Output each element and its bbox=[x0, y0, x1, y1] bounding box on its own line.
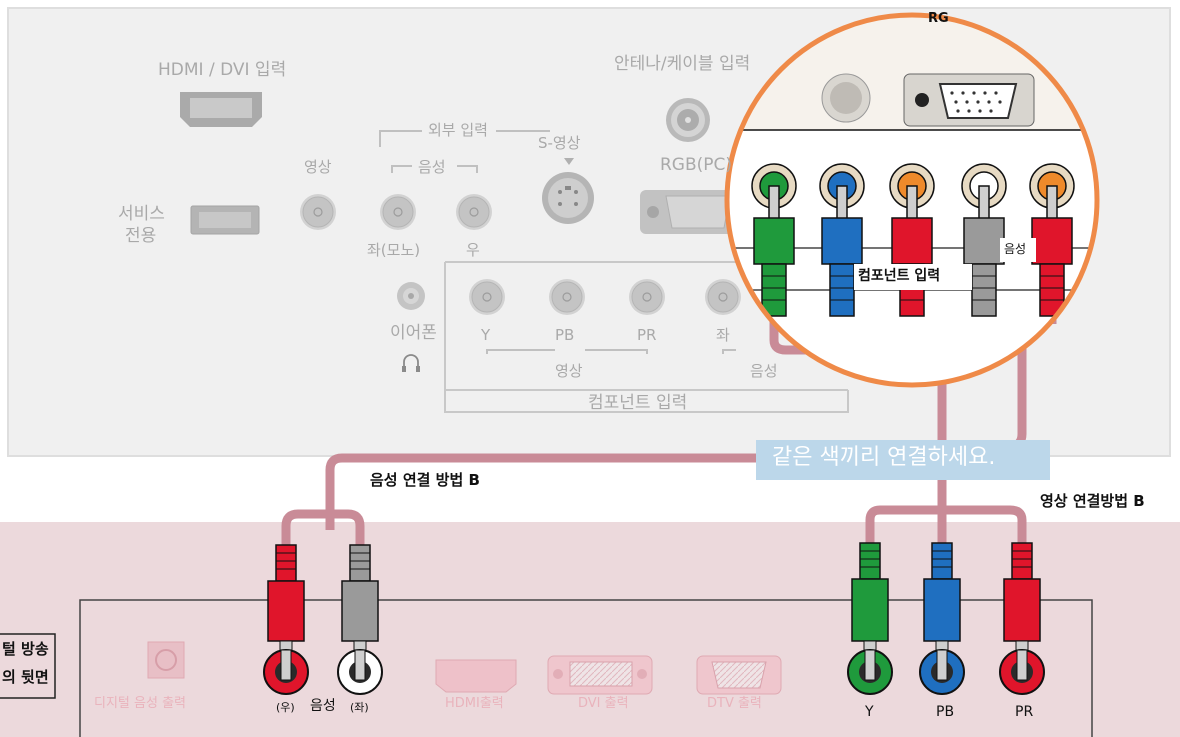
pb-label: PB bbox=[555, 326, 575, 344]
headphone-icon bbox=[403, 354, 419, 370]
stb-left-paren-label: (좌) bbox=[350, 701, 369, 714]
audio-method-label: 음성 연결 방법 B bbox=[370, 471, 480, 489]
stb-side-label-line1: 털 방송 bbox=[2, 640, 49, 658]
video-label: 영상 bbox=[304, 158, 332, 176]
pr-label: PR bbox=[637, 326, 657, 344]
stb-pb-jack bbox=[919, 649, 965, 695]
stb-pr-plug bbox=[1003, 542, 1041, 656]
left-mono-label: 좌(모노) bbox=[367, 241, 421, 259]
callout-text: 같은 색끼리 연결하세요. bbox=[772, 445, 996, 470]
digital-audio-port bbox=[147, 641, 185, 679]
video-method-label: 영상 연결방법 B bbox=[1040, 492, 1145, 510]
zoom-rgb-partial-label: RG bbox=[928, 11, 949, 26]
component-input-label: 컴포넌트 입력 bbox=[588, 393, 688, 413]
stb-audio-left-plug bbox=[341, 544, 379, 656]
component-pb-jack bbox=[548, 278, 586, 316]
dvi-out-label: DVI 출력 bbox=[578, 696, 629, 711]
hdmi-dvi-label: HDMI / DVI 입력 bbox=[158, 60, 287, 80]
s-video-label: S-영상 bbox=[538, 134, 581, 152]
video-jack bbox=[299, 193, 337, 231]
stb-pb-plug bbox=[923, 542, 961, 656]
left-label: 좌 bbox=[716, 326, 730, 344]
service-label-line2: 전용 bbox=[125, 226, 157, 246]
stb-right-paren-label: (우) bbox=[276, 701, 295, 714]
earphone-label: 이어폰 bbox=[390, 323, 437, 343]
right-label: 우 bbox=[466, 241, 480, 259]
component-audio-label: 음성 bbox=[750, 362, 778, 380]
stb-audio-left-jack bbox=[337, 649, 383, 695]
dtv-out-port bbox=[696, 655, 782, 695]
rgb-pc-label: RGB(PC) bbox=[660, 155, 733, 175]
stb-audio-right-plug bbox=[267, 544, 305, 656]
audio-right-jack bbox=[455, 193, 493, 231]
earphone-jack bbox=[397, 282, 425, 310]
stb-audio-label: 음성 bbox=[310, 698, 336, 714]
component-y-jack bbox=[468, 278, 506, 316]
service-label-line1: 서비스 bbox=[118, 204, 165, 224]
audio-left-jack bbox=[379, 193, 417, 231]
hdmi-out-label: HDMI출력 bbox=[445, 696, 504, 711]
callout-box bbox=[756, 440, 1050, 480]
digital-audio-label: 디지털 음성 출력 bbox=[94, 696, 186, 711]
hdmi-out-port bbox=[435, 659, 517, 693]
audio-label: 음성 bbox=[418, 158, 446, 176]
dtv-out-label: DTV 출력 bbox=[707, 696, 762, 711]
antenna-jack bbox=[666, 98, 710, 142]
s-video-jack bbox=[542, 172, 594, 224]
zoom-component-label: 컴포넌트 입력 bbox=[858, 268, 941, 284]
external-input-label: 외부 입력 bbox=[428, 121, 488, 139]
dvi-out-port bbox=[547, 655, 653, 695]
component-audio-left-jack bbox=[704, 278, 742, 316]
component-pr-jack bbox=[628, 278, 666, 316]
stb-y-jack bbox=[847, 649, 893, 695]
zoom-audio-label: 음성 bbox=[1004, 242, 1027, 256]
y-label: Y bbox=[481, 326, 491, 344]
stb-pr-label: PR bbox=[1015, 704, 1034, 720]
stb-pb-label: PB bbox=[936, 704, 955, 720]
zoom-circle-border bbox=[724, 12, 1100, 388]
stb-pr-jack bbox=[999, 649, 1045, 695]
stb-y-label: Y bbox=[865, 704, 874, 720]
rgb-pc-port bbox=[640, 190, 740, 234]
stb-side-label-box bbox=[0, 633, 56, 699]
component-video-label: 영상 bbox=[555, 362, 583, 380]
stb-audio-right-jack bbox=[263, 649, 309, 695]
antenna-label: 안테나/케이블 입력 bbox=[614, 54, 751, 74]
stb-side-label-line2: 의 뒷면 bbox=[2, 668, 49, 686]
